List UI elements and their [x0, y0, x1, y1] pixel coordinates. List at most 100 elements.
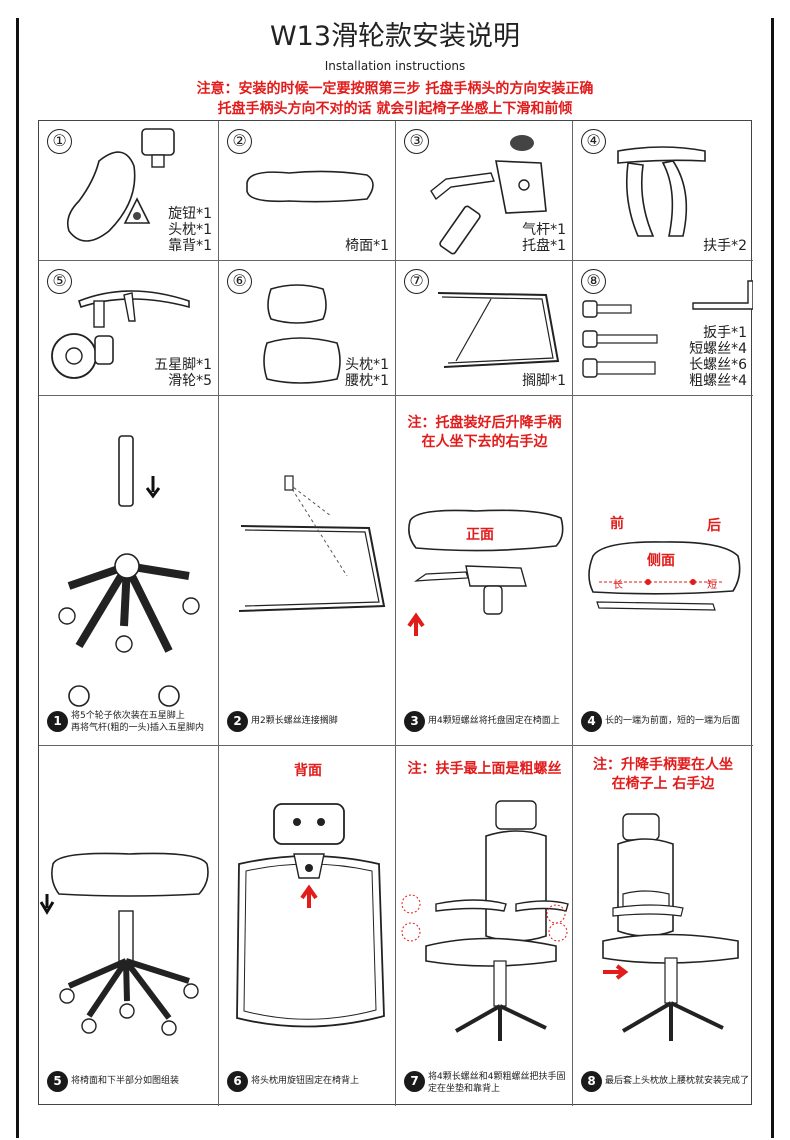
- part-labels: 扳手*1 短螺丝*4 长螺丝*6 粗螺丝*4: [689, 325, 747, 389]
- long-end-label: 长: [613, 580, 623, 591]
- part-number: ⑦: [404, 269, 429, 294]
- footrest-screw-illustration: [238, 475, 386, 612]
- step-number-badge: 2: [227, 711, 248, 732]
- step-cell-2: 2 用2颗长螺丝连接搁脚: [219, 396, 396, 746]
- part-cell-6: ⑥ 头枕*1 腰枕*1: [219, 261, 396, 396]
- part-label: 粗螺丝*4: [689, 373, 747, 389]
- part-labels: 旋钮*1 头枕*1 靠背*1: [168, 206, 212, 254]
- step-instruction-line: 将头枕用旋钮固定在椅背上: [251, 1076, 360, 1086]
- part-cell-4: ④ 扶手*2: [573, 121, 753, 261]
- part-label: 气杆*1: [522, 222, 566, 238]
- part-label: 头枕*1: [345, 357, 389, 373]
- back-view-label: 背面: [294, 763, 322, 779]
- part-label: 扶手*2: [703, 238, 747, 254]
- part-labels: 椅面*1: [345, 238, 389, 254]
- base-assembly-illustration: [58, 435, 200, 707]
- step-number-badge: 8: [581, 1071, 602, 1092]
- star-base-caster-illustration: [51, 290, 190, 379]
- part-label: 椅面*1: [345, 238, 389, 254]
- part-labels: 气杆*1 托盘*1: [522, 222, 566, 254]
- part-cell-8: ⑧ 扳手*1 短螺丝*4 长螺丝*6 粗螺丝*4: [573, 261, 753, 396]
- part-label: 旋钮*1: [168, 206, 212, 222]
- part-cell-5: ⑤ 五星脚*1 滑轮*5: [39, 261, 219, 396]
- part-cell-2: ② 椅面*1: [219, 121, 396, 261]
- step-instruction: 将头枕用旋钮固定在椅背上: [251, 1075, 359, 1087]
- step-instruction-line: 最后套上头枕放上腰枕就安装完成了: [605, 1076, 750, 1086]
- step-number-badge: 5: [47, 1071, 68, 1092]
- armrest-illustration: [617, 146, 706, 237]
- step-number-badge: 3: [404, 711, 425, 732]
- step-instruction-line: 将4颗长螺丝和4颗粗螺丝把扶手固: [428, 1072, 566, 1082]
- step-instruction-line: 定在坐垫和靠背上: [428, 1084, 501, 1094]
- part-labels: 五星脚*1 滑轮*5: [154, 357, 212, 389]
- part-label: 搁脚*1: [522, 373, 566, 389]
- step-cell-6: 背面 6 将头枕用旋钮固定在椅背上: [219, 746, 396, 1106]
- short-end-label: 短: [707, 580, 717, 591]
- step-note: 注：升降手柄要在人坐 在椅子上 右手边: [579, 756, 747, 794]
- part-number: ⑤: [47, 269, 72, 294]
- notice-line-2: 托盘手柄头方向不对的话 就会引起椅子坐感上下滑和前倾: [217, 101, 573, 117]
- part-label: 短螺丝*4: [689, 341, 747, 357]
- side-label: 侧面: [647, 553, 675, 569]
- part-number: ⑧: [581, 269, 606, 294]
- step-note: 注：扶手最上面是粗螺丝: [402, 760, 567, 779]
- step-instruction-line: 长的一端为前面，短的一端为后面: [605, 716, 741, 726]
- step-instruction-line: 再将气杆(粗的一头)插入五星脚内: [71, 723, 205, 733]
- armrest-orientation-illustration: [588, 541, 741, 611]
- step-instruction-line: 用4颗短螺丝将托盘固定在椅面上: [428, 716, 560, 726]
- step-note-line: 注：托盘装好后升降手柄: [407, 415, 562, 431]
- part-number: ⑥: [227, 269, 252, 294]
- part-cell-7: ⑦ 搁脚*1: [396, 261, 573, 396]
- step-instruction: 将4颗长螺丝和4颗粗螺丝把扶手固 定在坐垫和靠背上: [428, 1071, 565, 1095]
- right-border-bar: [771, 18, 774, 1138]
- step-instruction-line: 用2颗长螺丝连接搁脚: [251, 716, 338, 726]
- step-cell-1: 1 将5个轮子依次装在五星脚上 再将气杆(粗的一头)插入五星脚内: [39, 396, 219, 746]
- seat-illustration: [246, 170, 374, 203]
- part-labels: 扶手*2: [703, 238, 747, 254]
- part-cell-3: ③ 气杆*1 托盘*1: [396, 121, 573, 261]
- page-title: W13滑轮款安装说明: [269, 21, 521, 52]
- armrest-screw-illustration: [401, 800, 569, 1041]
- pillows-illustration: [263, 284, 341, 384]
- part-labels: 头枕*1 腰枕*1: [345, 357, 389, 389]
- part-number: ①: [47, 129, 72, 154]
- part-label: 五星脚*1: [154, 357, 212, 373]
- part-label: 头枕*1: [168, 222, 212, 238]
- footrest-illustration: [437, 292, 560, 368]
- step-note: 注：托盘装好后升降手柄 在人坐下去的右手边: [402, 414, 567, 452]
- part-label: 滑轮*5: [168, 373, 212, 389]
- screws-wrench-illustration: [582, 280, 753, 378]
- part-label: 长螺丝*6: [689, 357, 747, 373]
- part-label: 托盘*1: [522, 238, 566, 254]
- step-note-line: 注：扶手最上面是粗螺丝: [407, 761, 562, 777]
- part-label: 腰枕*1: [345, 373, 389, 389]
- step-note-line: 注：升降手柄要在人坐: [593, 757, 733, 773]
- step-number-badge: 1: [47, 711, 68, 732]
- tilt-plate-install-illustration: [407, 509, 564, 636]
- step-note-line: 在人坐下去的右手边: [421, 434, 548, 450]
- step-instruction-line: 将椅面和下半部分如图组装: [71, 1076, 180, 1086]
- step-instruction-line: 将5个轮子依次装在五星脚上: [71, 711, 185, 721]
- step-number-badge: 4: [581, 711, 602, 732]
- left-border-bar: [16, 18, 19, 1138]
- step-cell-8: 注：升降手柄要在人坐 在椅子上 右手边 8 最后套上头枕放上腰枕就安装完成了: [573, 746, 753, 1106]
- notice-line-1: 注意：安装的时候一定要按照第三步 托盘手柄头的方向安装正确: [196, 81, 594, 97]
- step-instruction: 将椅面和下半部分如图组装: [71, 1075, 179, 1087]
- part-label: 扳手*1: [703, 325, 747, 341]
- headrest-on-backrest-illustration: [236, 803, 385, 1028]
- back-direction-label: 后: [707, 518, 721, 534]
- finished-chair-illustration: [602, 813, 739, 1041]
- front-direction-label: 前: [610, 516, 624, 532]
- page-subtitle: Installation instructions: [324, 59, 466, 73]
- part-number: ②: [227, 129, 252, 154]
- gas-lift-tilt-plate-illustration: [430, 135, 547, 255]
- step-instruction: 用2颗长螺丝连接搁脚: [251, 715, 338, 727]
- step-cell-7: 注：扶手最上面是粗螺丝 7 将4颗长螺丝和4颗粗螺丝把扶手固 定在坐垫和靠背上: [396, 746, 573, 1106]
- step-cell-4: 前 后 侧面 长 短 4 长的一端为前面，短的一端为后面: [573, 396, 753, 746]
- step-cell-5: 5 将椅面和下半部分如图组装: [39, 746, 219, 1106]
- instruction-grid: ① 旋钮*1 头枕*1 靠背*1 ② 椅面*1 ③: [38, 120, 753, 1106]
- step-note-line: 在椅子上 右手边: [611, 776, 715, 792]
- part-cell-1: ① 旋钮*1 头枕*1 靠背*1: [39, 121, 219, 261]
- step-instruction: 长的一端为前面，短的一端为后面: [605, 715, 740, 727]
- step-cell-3: 注：托盘装好后升降手柄 在人坐下去的右手边 正面 3 用4颗短螺丝将托盘固定在椅…: [396, 396, 573, 746]
